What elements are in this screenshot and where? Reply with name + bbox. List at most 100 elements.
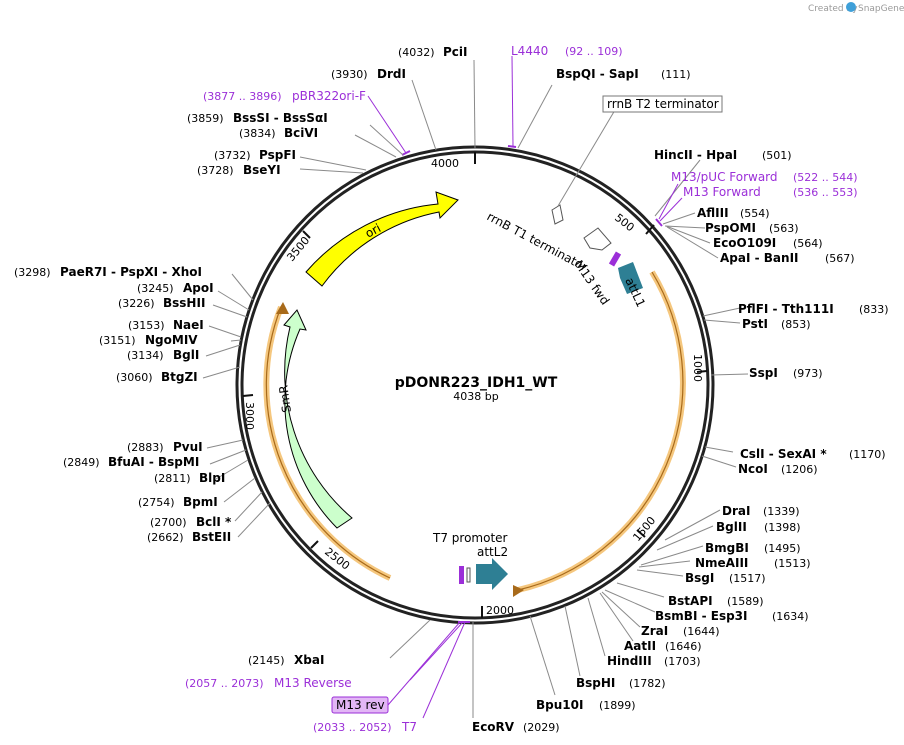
site-pos: (4032) — [398, 46, 435, 59]
site-name: BfuAI - BspMI — [108, 455, 199, 469]
rrnb-t1-feature: rrnB T1 terminator — [485, 209, 612, 274]
smr-feature: SmR — [276, 309, 353, 529]
attl2-label: attL2 — [477, 545, 508, 559]
site-pos: (3930) — [331, 68, 368, 81]
site-pos: (3859) — [187, 112, 224, 125]
site-pos: (2849) — [63, 456, 100, 469]
site-pos: (3245) — [137, 282, 174, 295]
site-name: EcoRV — [472, 720, 515, 734]
site-pos: (1782) — [629, 677, 666, 690]
site-name: ApaI - BanII — [720, 251, 799, 265]
site-name: PflFI - Tth111I — [738, 302, 834, 316]
primer-range: (522 .. 544) — [793, 171, 858, 184]
site-pos: (1899) — [599, 699, 636, 712]
site-pos: (567) — [825, 252, 855, 265]
site-pos: (2883) — [127, 441, 164, 454]
primer-name: L4440 — [511, 44, 548, 58]
site-name: BclI * — [196, 515, 232, 529]
site-pos: (1589) — [727, 595, 764, 608]
primer-name: M13 Reverse — [274, 676, 352, 690]
smr-label: SmR — [276, 384, 294, 413]
site-name: EcoO109I — [713, 236, 776, 250]
site-name: BstEII — [192, 530, 231, 544]
site-pos: (2662) — [147, 531, 184, 544]
site-name: PstI — [742, 317, 768, 331]
site-pos: (563) — [769, 222, 799, 235]
left-feature-arrow — [263, 302, 392, 581]
rrnb-t2-label: rrnB T2 terminator — [607, 97, 719, 111]
site-pos: (3134) — [127, 349, 164, 362]
m13rev-label: M13 rev — [336, 698, 385, 712]
site-name: BssSI - BssSαI — [233, 111, 328, 125]
site-pos: (1513) — [774, 557, 811, 570]
site-name: CslI - SexAI * — [740, 447, 827, 461]
m13fwd-label: M13 fwd — [572, 258, 613, 308]
plasmid-name: pDONR223_IDH1_WT — [395, 375, 558, 391]
site-name: DraI — [722, 504, 750, 518]
site-pos: (3298) — [14, 266, 51, 279]
site-name: NgoMIV — [145, 333, 198, 347]
primer-range: (92 .. 109) — [565, 45, 623, 58]
site-name: Bpu10I — [536, 698, 583, 712]
site-pos: (2700) — [150, 516, 187, 529]
site-name: DrdI — [377, 67, 406, 81]
ori-label: ori — [363, 221, 383, 241]
tick-marks — [242, 152, 708, 618]
site-name: SspI — [749, 366, 778, 380]
site-pos: (3834) — [239, 127, 276, 140]
site-pos: (554) — [740, 207, 770, 220]
site-name: BglI — [173, 348, 199, 362]
site-name: BtgZI — [161, 370, 198, 384]
site-pos: (1339) — [763, 505, 800, 518]
primer-range: (2033 .. 2052) — [313, 721, 392, 734]
tick-label-1000: 1000 — [691, 354, 704, 382]
insert-feature-arrow — [513, 270, 686, 597]
site-name: PvuI — [173, 440, 203, 454]
site-pos: (2029) — [523, 721, 560, 734]
tick-label-3000: 3000 — [243, 402, 256, 430]
tick-label-2000: 2000 — [486, 604, 514, 617]
site-name: AatII — [624, 639, 656, 653]
site-name: PspFI — [259, 148, 296, 162]
site-name: ZraI — [641, 624, 668, 638]
plasmid-length: 4038 bp — [453, 390, 498, 403]
rrnb-t2-feature: rrnB T2 terminator — [551, 95, 723, 225]
site-name: BseYI — [243, 163, 281, 177]
site-name: BspQI - SapI — [556, 67, 639, 81]
attl2-feature: T7 promoter attL2 — [432, 531, 508, 590]
site-name: XbaI — [294, 653, 324, 667]
site-name: HindIII — [607, 654, 652, 668]
site-name: AflIII — [697, 206, 729, 220]
site-name: HincII - HpaI — [654, 148, 737, 162]
site-pos: (2811) — [154, 472, 191, 485]
snapgene-logo-icon — [846, 2, 856, 12]
site-name: PciI — [443, 45, 468, 59]
site-pos: (3226) — [118, 297, 155, 310]
site-pos: (111) — [661, 68, 691, 81]
primer-name: T7 — [401, 720, 417, 734]
site-name: PaeR7I - PspXI - XhoI — [60, 265, 202, 279]
site-pos: (3151) — [99, 334, 136, 347]
primer-name: pBR322ori-F — [292, 89, 366, 103]
site-name: BlpI — [199, 471, 225, 485]
site-name: BstAPI — [668, 594, 713, 608]
primer-range: (536 .. 553) — [793, 186, 858, 199]
site-name: ApoI — [183, 281, 214, 295]
site-pos: (853) — [781, 318, 811, 331]
site-pos: (833) — [859, 303, 889, 316]
site-pos: (1646) — [665, 640, 702, 653]
site-pos: (1398) — [764, 521, 801, 534]
credit-text: Created by — [808, 4, 858, 14]
attl1-label: attL1 — [622, 275, 648, 309]
site-pos: (2754) — [138, 496, 175, 509]
site-pos: (3728) — [197, 164, 234, 177]
ori-feature: ori — [305, 191, 459, 287]
site-name: NcoI — [738, 462, 768, 476]
site-pos: (1170) — [849, 448, 886, 461]
primer-name: M13/pUC Forward — [671, 170, 778, 184]
site-pos: (3153) — [128, 319, 165, 332]
site-name: BciVI — [284, 126, 318, 140]
primer-name: M13 Forward — [683, 185, 761, 199]
site-pos: (1634) — [772, 610, 809, 623]
site-pos: (564) — [793, 237, 823, 250]
